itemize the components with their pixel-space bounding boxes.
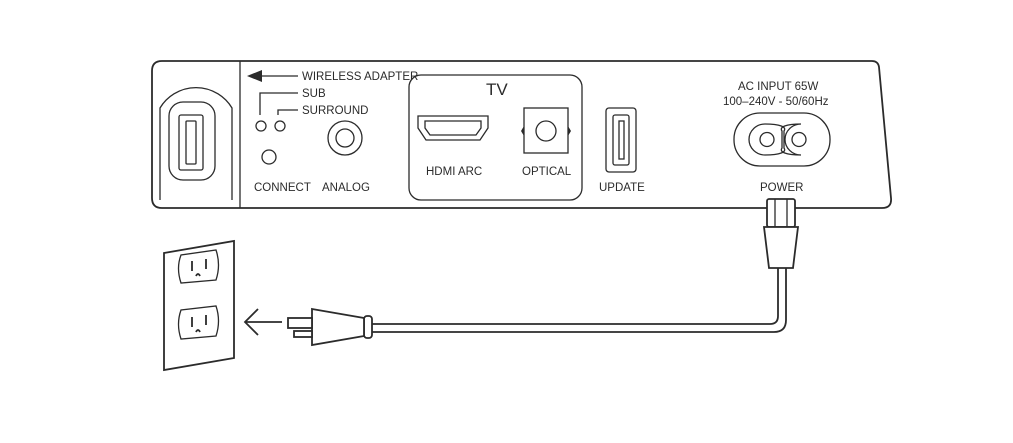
- update-label: UPDATE: [599, 182, 645, 194]
- usb-port-recess: [159, 87, 233, 200]
- wall-outlet: [163, 239, 235, 372]
- surround-led: [274, 120, 286, 132]
- power-spec-line2: 100–240V - 50/60Hz: [723, 96, 829, 108]
- surround-label: SURROUND: [302, 105, 368, 117]
- power-spec-line1: AC INPUT 65W: [738, 81, 818, 93]
- tv-port-group: [408, 74, 583, 201]
- analog-label: ANALOG: [322, 182, 370, 194]
- power-label: POWER: [760, 182, 803, 194]
- hdmi-arc-label: HDMI ARC: [426, 166, 482, 178]
- optical-port: [521, 107, 571, 154]
- sub-leader-line: [259, 92, 298, 115]
- surround-leader-line: [277, 109, 298, 115]
- sub-label: SUB: [302, 88, 326, 100]
- sub-led: [255, 120, 267, 132]
- hdmi-arc-port: [417, 115, 489, 141]
- connect-button: [261, 149, 277, 165]
- plug-in-arrow: [243, 308, 282, 336]
- power-inlet: [733, 112, 831, 167]
- connect-label: CONNECT: [254, 182, 311, 194]
- wireless-adapter-arrow: [247, 70, 298, 82]
- wireless-adapter-label: WIRELESS ADAPTER: [302, 71, 418, 83]
- device-back-panel: [151, 60, 892, 209]
- analog-jack: [327, 120, 363, 156]
- optical-label: OPTICAL: [522, 166, 572, 178]
- update-usb-port: [605, 107, 637, 173]
- power-cable: [287, 198, 800, 347]
- tv-group-title: TV: [486, 80, 508, 99]
